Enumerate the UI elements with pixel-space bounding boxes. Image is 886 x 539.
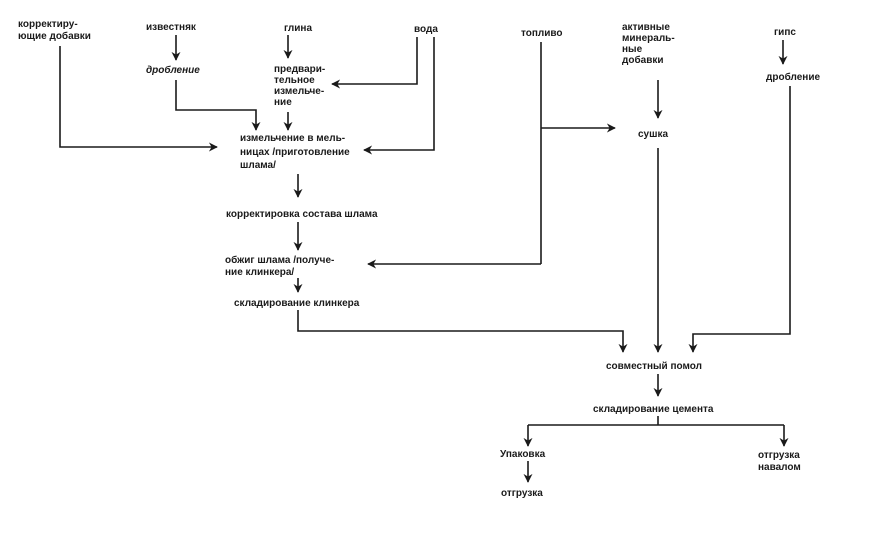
bulk-shipment-label: отгрузка навалом xyxy=(758,450,803,473)
corrective-additives-label: корректиру- ющие добавки xyxy=(18,19,91,42)
active-mineral-additives-label: активные минераль- ные добавки xyxy=(622,22,677,66)
slurry-correction-label: корректировка состава шлама xyxy=(226,209,378,220)
cement-storage-label: складирование цемента xyxy=(593,404,714,415)
arrow-gypsum-crushing-to-joint-grinding xyxy=(688,86,791,353)
joint-grinding-label: совместный помол xyxy=(606,361,702,372)
clay-label: глина xyxy=(284,23,312,34)
limestone-label: известняк xyxy=(146,22,197,33)
gypsum-crushing-label: дробление xyxy=(766,71,820,83)
drying-label: сушка xyxy=(638,129,668,140)
arrow-crushing-to-grinding xyxy=(175,80,261,131)
arrow-water-to-pregrinding xyxy=(331,37,418,89)
connectors xyxy=(59,35,791,483)
arrow-clinker-to-joint-grinding xyxy=(297,310,628,353)
arrow-water-to-grinding xyxy=(363,37,435,155)
gypsum-label: гипс xyxy=(774,27,796,38)
fuel-label: топливо xyxy=(521,28,563,39)
limestone-crushing-label: дробление xyxy=(146,64,200,76)
shipment-label: отгрузка xyxy=(501,488,543,499)
arrow-additives-to-grinding xyxy=(59,46,218,152)
water-label: вода xyxy=(414,24,438,35)
packing-label: Упаковка xyxy=(500,449,546,460)
clinker-storage-label: складирование клинкера xyxy=(234,298,360,309)
node-labels: корректиру- ющие добавки известняк дробл… xyxy=(18,19,820,499)
slurry-firing-label: обжиг шлама /получе- ние клинкера/ xyxy=(225,254,337,278)
clay-pregrinding-label: предвари- тельное измельче- ние xyxy=(274,64,328,108)
mill-grinding-label: измельчение в мель- ницах /приготовление… xyxy=(240,133,353,171)
